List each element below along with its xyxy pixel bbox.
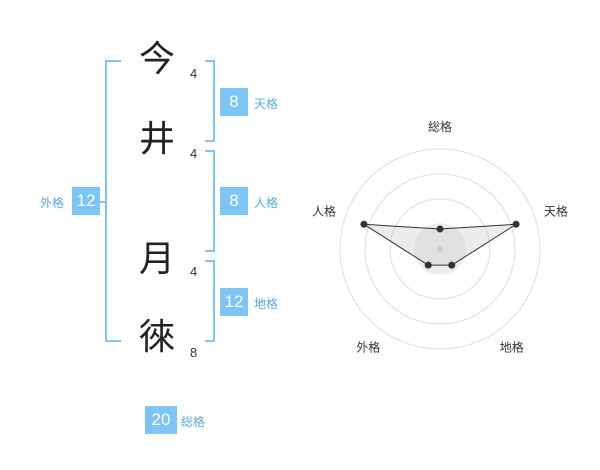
radar-rings <box>339 148 541 350</box>
name-char-4: 徠 <box>139 317 176 358</box>
jinkaku-label: 人格 <box>254 196 279 210</box>
stroke-count-3: 4 <box>190 264 198 279</box>
name-char-3: 月 <box>139 239 176 280</box>
radar-axis-label: 総格 <box>428 119 452 134</box>
stroke-count-2: 4 <box>190 146 198 161</box>
stroke-count-4: 8 <box>190 345 198 360</box>
radar-polygon <box>363 223 517 266</box>
tenkaku-value-badge: 8 <box>220 88 248 116</box>
gaikaku-value-badge: 12 <box>72 187 100 215</box>
radar-axis-label: 外格 <box>356 340 380 355</box>
jinkaku-value-badge: 8 <box>220 187 248 215</box>
radar-point <box>436 225 444 233</box>
radar-axis-label: 天格 <box>544 203 568 218</box>
gaikaku-bracket-tick <box>99 201 107 203</box>
radar-ring <box>339 148 541 350</box>
stroke-count-1: 4 <box>190 66 198 81</box>
radar-axis-label: 地格 <box>500 340 524 355</box>
name-char-1: 今 <box>139 39 176 80</box>
chikaku-bracket <box>205 260 215 342</box>
radar-axis-label: 人格 <box>312 203 336 218</box>
radar-center-dot <box>437 246 443 252</box>
name-char-2: 井 <box>139 119 176 160</box>
tenkaku-label: 天格 <box>254 97 279 111</box>
gaikaku-label: 外格 <box>40 196 65 210</box>
radar-ring <box>389 198 491 300</box>
radar-point <box>424 261 432 269</box>
soukaku-label: 総格 <box>181 415 206 429</box>
jinkaku-bracket <box>205 150 215 252</box>
radar-point <box>448 261 456 269</box>
radar-point <box>360 220 368 228</box>
radar-point <box>512 220 520 228</box>
gaikaku-bracket <box>105 60 121 342</box>
tenkaku-bracket <box>205 60 215 142</box>
soukaku-value-badge: 20 <box>145 406 177 434</box>
chikaku-label: 地格 <box>254 297 279 311</box>
chikaku-value-badge: 12 <box>220 288 248 316</box>
radar-ring <box>364 173 516 325</box>
radar-shape <box>360 220 520 269</box>
